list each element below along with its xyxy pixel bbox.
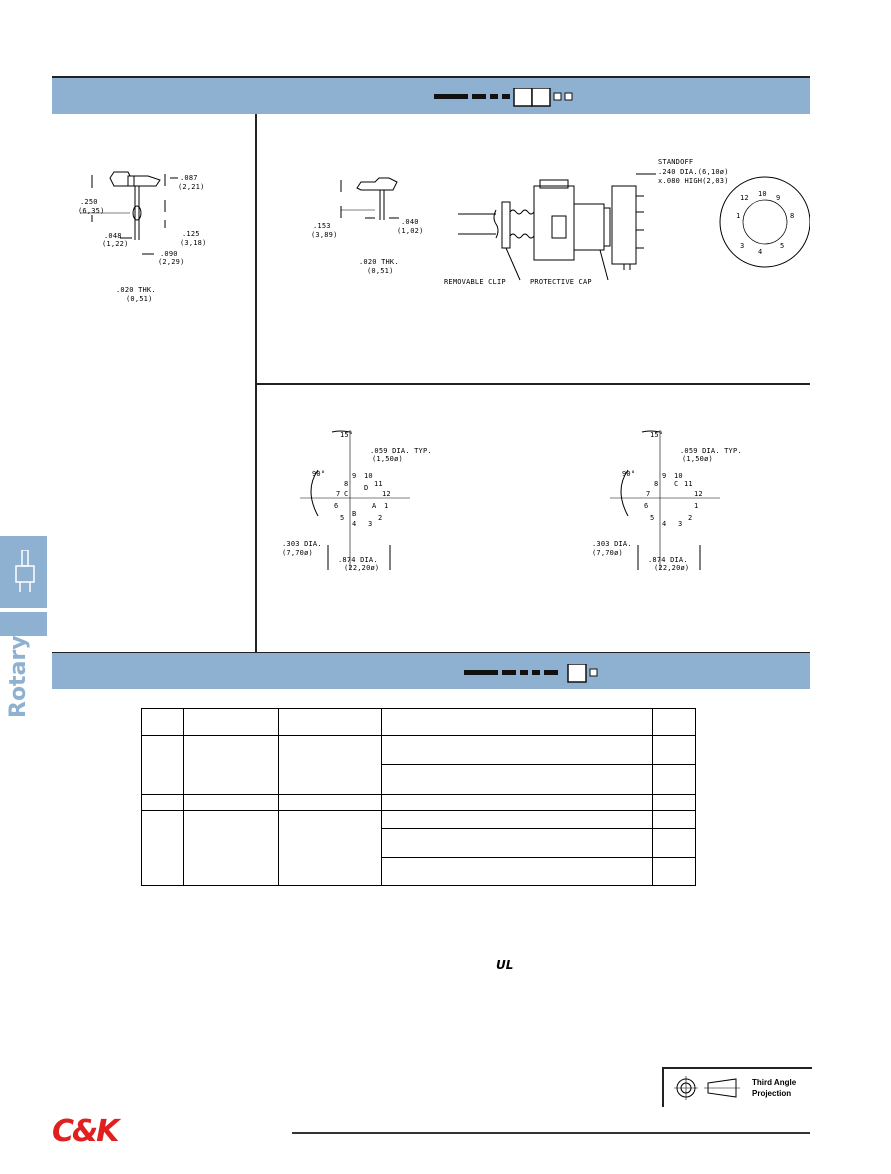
projection-label: Third Angle Projection: [752, 1077, 796, 1099]
pin-label: A: [372, 502, 377, 510]
svg-text:1: 1: [736, 212, 740, 220]
dim-text: (0,51): [367, 267, 394, 275]
footprint-left: 15° .059 DIA. TYP. (1,50ø) 90° .303 DIA.…: [282, 430, 432, 572]
dim-text: .240 DIA.(6,10ø): [658, 168, 729, 176]
svg-text:10: 10: [758, 190, 767, 198]
pin-label: 12: [382, 490, 391, 498]
header-band-bottom: [52, 652, 810, 689]
pin-label: 7: [336, 490, 340, 498]
pin-label: 6: [334, 502, 338, 510]
projection-symbol-icon: [674, 1076, 740, 1100]
dim-text: 15°: [340, 431, 353, 439]
pin-label: 3: [678, 520, 682, 528]
pin-label: C: [674, 480, 678, 488]
dim-text: (1,50ø): [682, 455, 713, 463]
pin-label: 7: [646, 490, 650, 498]
pin-label: 10: [364, 472, 373, 480]
dim-text: (7,70ø): [592, 549, 623, 557]
dim-text: (1,02): [397, 227, 424, 235]
pin-label: B: [352, 510, 356, 518]
row-divider: [255, 383, 810, 385]
dim-text: 90°: [312, 470, 325, 478]
pin-label: 11: [684, 480, 693, 488]
ck-logo: C&K: [52, 1114, 119, 1149]
drawing-terminal-detail-center: .153 (3,89) .040 (1,02) .020 THK. (0,51): [311, 177, 424, 275]
header-band-top: [52, 76, 810, 114]
pin-label: 8: [654, 480, 658, 488]
dim-text: .020 THK.: [116, 286, 156, 294]
drawing-switch-assembly: STANDOFF .240 DIA.(6,10ø) x.080 HIGH(2,0…: [444, 158, 810, 286]
pin-label: 8: [344, 480, 348, 488]
dim-text: (2,29): [158, 258, 185, 266]
dim-text: .153: [313, 222, 331, 230]
pin-label: 2: [378, 514, 382, 522]
dim-text: .059 DIA. TYP.: [370, 447, 432, 455]
dim-text: .059 DIA. TYP.: [680, 447, 742, 455]
dim-text: .020 THK.: [359, 258, 399, 266]
side-tab-icon-area: [0, 536, 47, 608]
dim-text: (7,70ø): [282, 549, 313, 557]
dim-text: 15°: [650, 431, 663, 439]
pin-label: 3: [368, 520, 372, 528]
pin-label: 4: [352, 520, 356, 528]
svg-text:5: 5: [780, 242, 784, 250]
pin-label: 11: [374, 480, 383, 488]
svg-text:9: 9: [776, 194, 780, 202]
dim-text: .303 DIA.: [592, 540, 632, 548]
pin-label: 2: [688, 514, 692, 522]
pin-label: 4: [662, 520, 666, 528]
side-tab-lower: [0, 612, 47, 636]
pin-label: 5: [650, 514, 654, 522]
svg-text:8: 8: [790, 212, 794, 220]
dim-text: .874 DIA.: [338, 556, 378, 564]
pin-label: 9: [352, 472, 356, 480]
part-code-graphic: [434, 88, 573, 107]
pin-label: 1: [384, 502, 388, 510]
dim-text: .303 DIA.: [282, 540, 322, 548]
svg-text:3: 3: [740, 242, 744, 250]
pin-label: 9: [662, 472, 666, 480]
part-code-graphic-2: [464, 664, 598, 683]
dim-text: (22,20ø): [344, 564, 379, 572]
callout-protective-cap: PROTECTIVE CAP: [530, 278, 592, 286]
rotary-switch-icon: [15, 550, 35, 592]
spec-table: [141, 708, 696, 886]
dim-text: .250: [80, 198, 98, 206]
dim-text: .040: [401, 218, 419, 226]
pin-label: 12: [694, 490, 703, 498]
pin-label: 6: [644, 502, 648, 510]
pin-label: D: [364, 484, 368, 492]
drawing-terminal-detail-left: .087 (2,21) .250 (6,35) .125 (3,18) .048…: [78, 171, 207, 303]
dim-text: (2,21): [178, 183, 205, 191]
projection-line-1: Third Angle: [752, 1078, 797, 1087]
footprint-right: 15° .059 DIA. TYP. (1,50ø) 90° .303 DIA.…: [592, 430, 742, 572]
ul-mark-icon: UL: [496, 958, 514, 972]
dim-text: STANDOFF: [658, 158, 693, 166]
dim-text: .087: [180, 174, 198, 182]
svg-text:12: 12: [740, 194, 749, 202]
dim-text: .048: [104, 232, 122, 240]
dim-text: (0,51): [126, 295, 153, 303]
dim-text: .090: [160, 250, 178, 258]
dim-text: .874 DIA.: [648, 556, 688, 564]
dim-text: (6,35): [78, 207, 105, 215]
dim-text: (3,18): [180, 239, 207, 247]
dim-text: .125: [182, 230, 200, 238]
dim-text: x.080 HIGH(2,03): [658, 177, 729, 185]
pin-label: C: [344, 490, 348, 498]
section-label-rotary: Rotary: [6, 635, 31, 718]
svg-text:4: 4: [758, 248, 762, 256]
callout-removable-clip: REMOVABLE CLIP: [444, 278, 506, 286]
pin-label: 1: [694, 502, 698, 510]
projection-line-2: Projection: [752, 1089, 792, 1098]
footer-rule: [292, 1132, 810, 1134]
pin-label: 5: [340, 514, 344, 522]
dim-text: (22,20ø): [654, 564, 689, 572]
dim-text: (1,22): [102, 240, 129, 248]
dim-text: 90°: [622, 470, 635, 478]
pin-label: 10: [674, 472, 683, 480]
dim-text: (1,50ø): [372, 455, 403, 463]
third-angle-projection-box: Third Angle Projection: [662, 1067, 812, 1107]
dim-text: (3,89): [311, 231, 338, 239]
